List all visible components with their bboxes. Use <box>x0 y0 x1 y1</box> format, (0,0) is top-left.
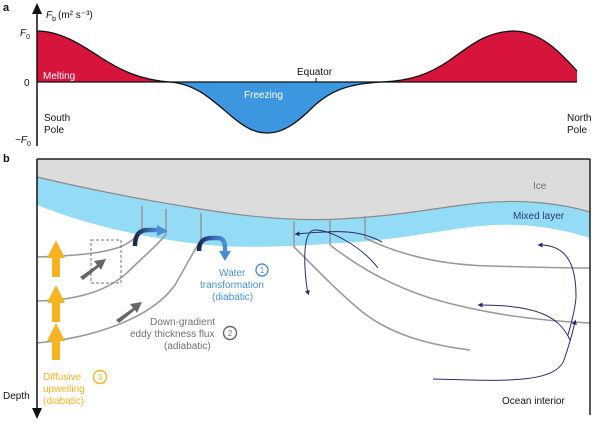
svg-text:1: 1 <box>260 266 265 275</box>
upwelling-arrows <box>47 240 65 360</box>
transformation-arrow-icon <box>132 227 158 247</box>
panel-a: a Fb(m² s⁻³) F0 0 −F0 Melting Freezing E… <box>3 2 591 148</box>
eddy-arrow-icon <box>116 302 142 323</box>
process-2-label: Down-gradient eddy thickness flux (adiab… <box>130 317 238 352</box>
ocean-interior-label: Ocean interior <box>502 396 565 407</box>
eddy-arrow-icon <box>80 259 106 280</box>
south-pole-label-line1: South <box>44 113 70 124</box>
freezing-label: Freezing <box>244 90 283 101</box>
panel-a-letter: a <box>3 2 10 14</box>
y-axis-arrowhead <box>32 3 42 14</box>
y-tick-f0: F0 <box>20 28 30 41</box>
ice-boundary <box>36 176 591 221</box>
process-1-label: Water transformation (diabatic) 1 <box>200 263 269 303</box>
panel-b-letter: b <box>3 153 10 165</box>
transformation-arrow-head <box>219 251 231 261</box>
transformation-arrows <box>132 225 231 261</box>
eddy-flux-arrows <box>80 259 142 323</box>
svg-text:transformation: transformation <box>200 280 264 291</box>
svg-text:(adiabatic): (adiabatic) <box>164 341 211 352</box>
process-2-badge <box>222 325 238 341</box>
equator-label: Equator <box>297 67 333 78</box>
process-3-label: Diffusive upwelling (diabatic) 3 <box>43 369 108 407</box>
svg-text:(diabatic): (diabatic) <box>43 396 84 407</box>
process-1-badge <box>255 263 269 277</box>
ice-label: Ice <box>533 181 547 192</box>
panel-b: b Depth <box>3 153 591 419</box>
svg-text:upwelling: upwelling <box>43 384 85 395</box>
north-pole-label-line1: North <box>567 113 591 124</box>
svg-text:Down-gradient: Down-gradient <box>150 317 215 328</box>
process-3-badge <box>92 369 108 385</box>
depth-label: Depth <box>3 391 30 402</box>
svg-text:Water: Water <box>219 268 246 279</box>
upwelling-arrow-icon <box>47 323 65 360</box>
freezing-region <box>170 82 382 133</box>
upwelling-arrow-icon <box>47 240 65 277</box>
upwelling-arrow-icon <box>47 285 65 322</box>
svg-text:2: 2 <box>228 329 233 338</box>
depth-axis-arrowhead <box>32 408 42 419</box>
buoyancy-flux-curve <box>36 30 578 134</box>
svg-text:(diabatic): (diabatic) <box>212 292 253 303</box>
svg-text:3: 3 <box>98 373 103 382</box>
y-axis-label: Fb(m² s⁻³) <box>46 10 93 23</box>
melting-region-south <box>37 31 170 82</box>
circulation-arrows <box>294 229 577 381</box>
melting-region-north <box>382 31 577 82</box>
svg-text:eddy thickness flux: eddy thickness flux <box>130 329 215 340</box>
isopycnals <box>36 228 591 351</box>
mixed-layer-region <box>37 177 590 247</box>
mixed-layer-label: Mixed layer <box>513 211 565 222</box>
y-tick-zero: 0 <box>24 78 30 89</box>
melting-label: Melting <box>43 71 75 82</box>
dashed-box <box>90 239 122 284</box>
transformation-arrow-icon <box>196 235 228 252</box>
y-tick-neg-f0: −F0 <box>15 135 31 148</box>
transformation-arrow-head <box>157 225 168 236</box>
svg-text:Diffusive: Diffusive <box>43 372 82 383</box>
south-pole-label-line2: Pole <box>44 125 64 136</box>
north-pole-label-line2: Pole <box>567 125 587 136</box>
